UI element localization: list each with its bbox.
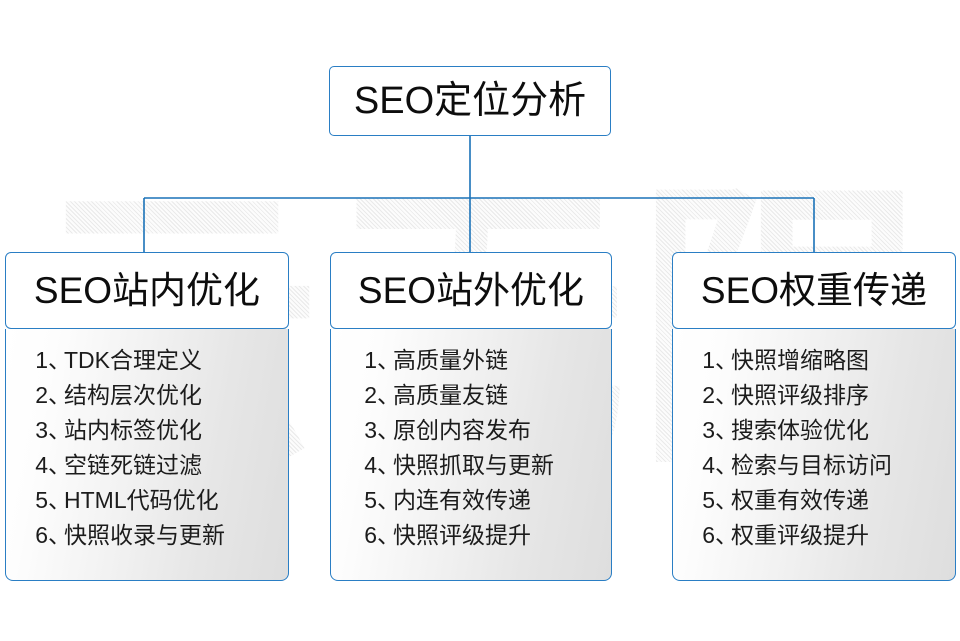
branch-column-seo-offsite: SEO站外优化 1、高质量外链 2、高质量友链 3、原创内容发布 4、快照抓取与… [330, 252, 612, 581]
root-node[interactable]: SEO定位分析 [329, 66, 611, 136]
list-item[interactable]: 5、权重有效传递 [695, 483, 955, 518]
item-label: 搜索体验优化 [731, 417, 869, 443]
item-separator: 、 [48, 452, 71, 478]
item-label: 站内标签优化 [64, 417, 202, 443]
item-separator: 、 [715, 452, 738, 478]
item-separator: 、 [48, 417, 71, 443]
item-separator: 、 [715, 487, 738, 513]
list-item[interactable]: 1、TDK合理定义 [28, 343, 288, 378]
root-node-title: SEO定位分析 [353, 80, 587, 122]
item-label: 快照增缩略图 [731, 347, 869, 373]
branch-header-seo-weight[interactable]: SEO权重传递 [672, 252, 956, 329]
item-index: 5 [35, 487, 48, 513]
item-index: 3 [702, 417, 715, 443]
item-separator: 、 [377, 417, 400, 443]
item-index: 2 [364, 382, 377, 408]
list-item[interactable]: 3、原创内容发布 [357, 413, 611, 448]
item-label: 检索与目标访问 [731, 452, 892, 478]
item-index: 6 [364, 522, 377, 548]
item-separator: 、 [48, 347, 71, 373]
item-label: 权重有效传递 [731, 487, 869, 513]
item-separator: 、 [377, 382, 400, 408]
item-index: 4 [364, 452, 377, 478]
item-label: 高质量外链 [393, 347, 508, 373]
branch-header-seo-onsite[interactable]: SEO站内优化 [5, 252, 289, 329]
item-separator: 、 [715, 417, 738, 443]
list-item[interactable]: 6、权重评级提升 [695, 518, 955, 553]
item-index: 6 [702, 522, 715, 548]
item-separator: 、 [377, 487, 400, 513]
list-item[interactable]: 4、检索与目标访问 [695, 448, 955, 483]
item-index: 4 [702, 452, 715, 478]
item-label: 内连有效传递 [393, 487, 531, 513]
list-item[interactable]: 1、快照增缩略图 [695, 343, 955, 378]
branch-header-seo-offsite[interactable]: SEO站外优化 [330, 252, 612, 329]
item-label: 原创内容发布 [393, 417, 531, 443]
branch-body-seo-onsite: 1、TDK合理定义 2、结构层次优化 3、站内标签优化 4、空链死链过滤 5、H… [5, 329, 289, 581]
item-index: 2 [35, 382, 48, 408]
item-list: 1、TDK合理定义 2、结构层次优化 3、站内标签优化 4、空链死链过滤 5、H… [6, 343, 288, 553]
item-index: 5 [702, 487, 715, 513]
branch-title: SEO权重传递 [700, 270, 928, 311]
item-separator: 、 [48, 522, 71, 548]
item-separator: 、 [377, 347, 400, 373]
item-index: 2 [702, 382, 715, 408]
list-item[interactable]: 5、内连有效传递 [357, 483, 611, 518]
branch-column-seo-onsite: SEO站内优化 1、TDK合理定义 2、结构层次优化 3、站内标签优化 4、空链… [5, 252, 289, 581]
list-item[interactable]: 4、快照抓取与更新 [357, 448, 611, 483]
list-item[interactable]: 2、结构层次优化 [28, 378, 288, 413]
item-index: 3 [35, 417, 48, 443]
branch-body-seo-weight: 1、快照增缩略图 2、快照评级排序 3、搜索体验优化 4、检索与目标访问 5、权… [672, 329, 956, 581]
item-index: 3 [364, 417, 377, 443]
item-label: TDK合理定义 [64, 347, 202, 373]
item-index: 5 [364, 487, 377, 513]
list-item[interactable]: 3、站内标签优化 [28, 413, 288, 448]
item-label: 权重评级提升 [731, 522, 869, 548]
item-index: 1 [35, 347, 48, 373]
item-separator: 、 [377, 522, 400, 548]
branch-column-seo-weight: SEO权重传递 1、快照增缩略图 2、快照评级排序 3、搜索体验优化 4、检索与… [672, 252, 956, 581]
branch-title: SEO站外优化 [357, 270, 585, 311]
branch-body-seo-offsite: 1、高质量外链 2、高质量友链 3、原创内容发布 4、快照抓取与更新 5、内连有… [330, 329, 612, 581]
item-label: 快照抓取与更新 [393, 452, 554, 478]
item-separator: 、 [715, 522, 738, 548]
item-label: 快照收录与更新 [64, 522, 225, 548]
list-item[interactable]: 6、快照收录与更新 [28, 518, 288, 553]
item-index: 6 [35, 522, 48, 548]
item-separator: 、 [715, 347, 738, 373]
item-label: 快照评级排序 [731, 382, 869, 408]
item-list: 1、高质量外链 2、高质量友链 3、原创内容发布 4、快照抓取与更新 5、内连有… [331, 343, 611, 553]
item-index: 4 [35, 452, 48, 478]
item-separator: 、 [715, 382, 738, 408]
item-index: 1 [702, 347, 715, 373]
list-item[interactable]: 4、空链死链过滤 [28, 448, 288, 483]
item-label: 快照评级提升 [393, 522, 531, 548]
list-item[interactable]: 2、高质量友链 [357, 378, 611, 413]
item-index: 1 [364, 347, 377, 373]
item-label: 空链死链过滤 [64, 452, 202, 478]
item-list: 1、快照增缩略图 2、快照评级排序 3、搜索体验优化 4、检索与目标访问 5、权… [673, 343, 955, 553]
list-item[interactable]: 3、搜索体验优化 [695, 413, 955, 448]
item-separator: 、 [48, 382, 71, 408]
list-item[interactable]: 2、快照评级排序 [695, 378, 955, 413]
item-label: HTML代码优化 [64, 487, 219, 513]
list-item[interactable]: 6、快照评级提升 [357, 518, 611, 553]
item-label: 高质量友链 [393, 382, 508, 408]
item-label: 结构层次优化 [64, 382, 202, 408]
list-item[interactable]: 5、HTML代码优化 [28, 483, 288, 518]
list-item[interactable]: 1、高质量外链 [357, 343, 611, 378]
item-separator: 、 [48, 487, 71, 513]
branch-title: SEO站内优化 [33, 270, 261, 311]
item-separator: 、 [377, 452, 400, 478]
